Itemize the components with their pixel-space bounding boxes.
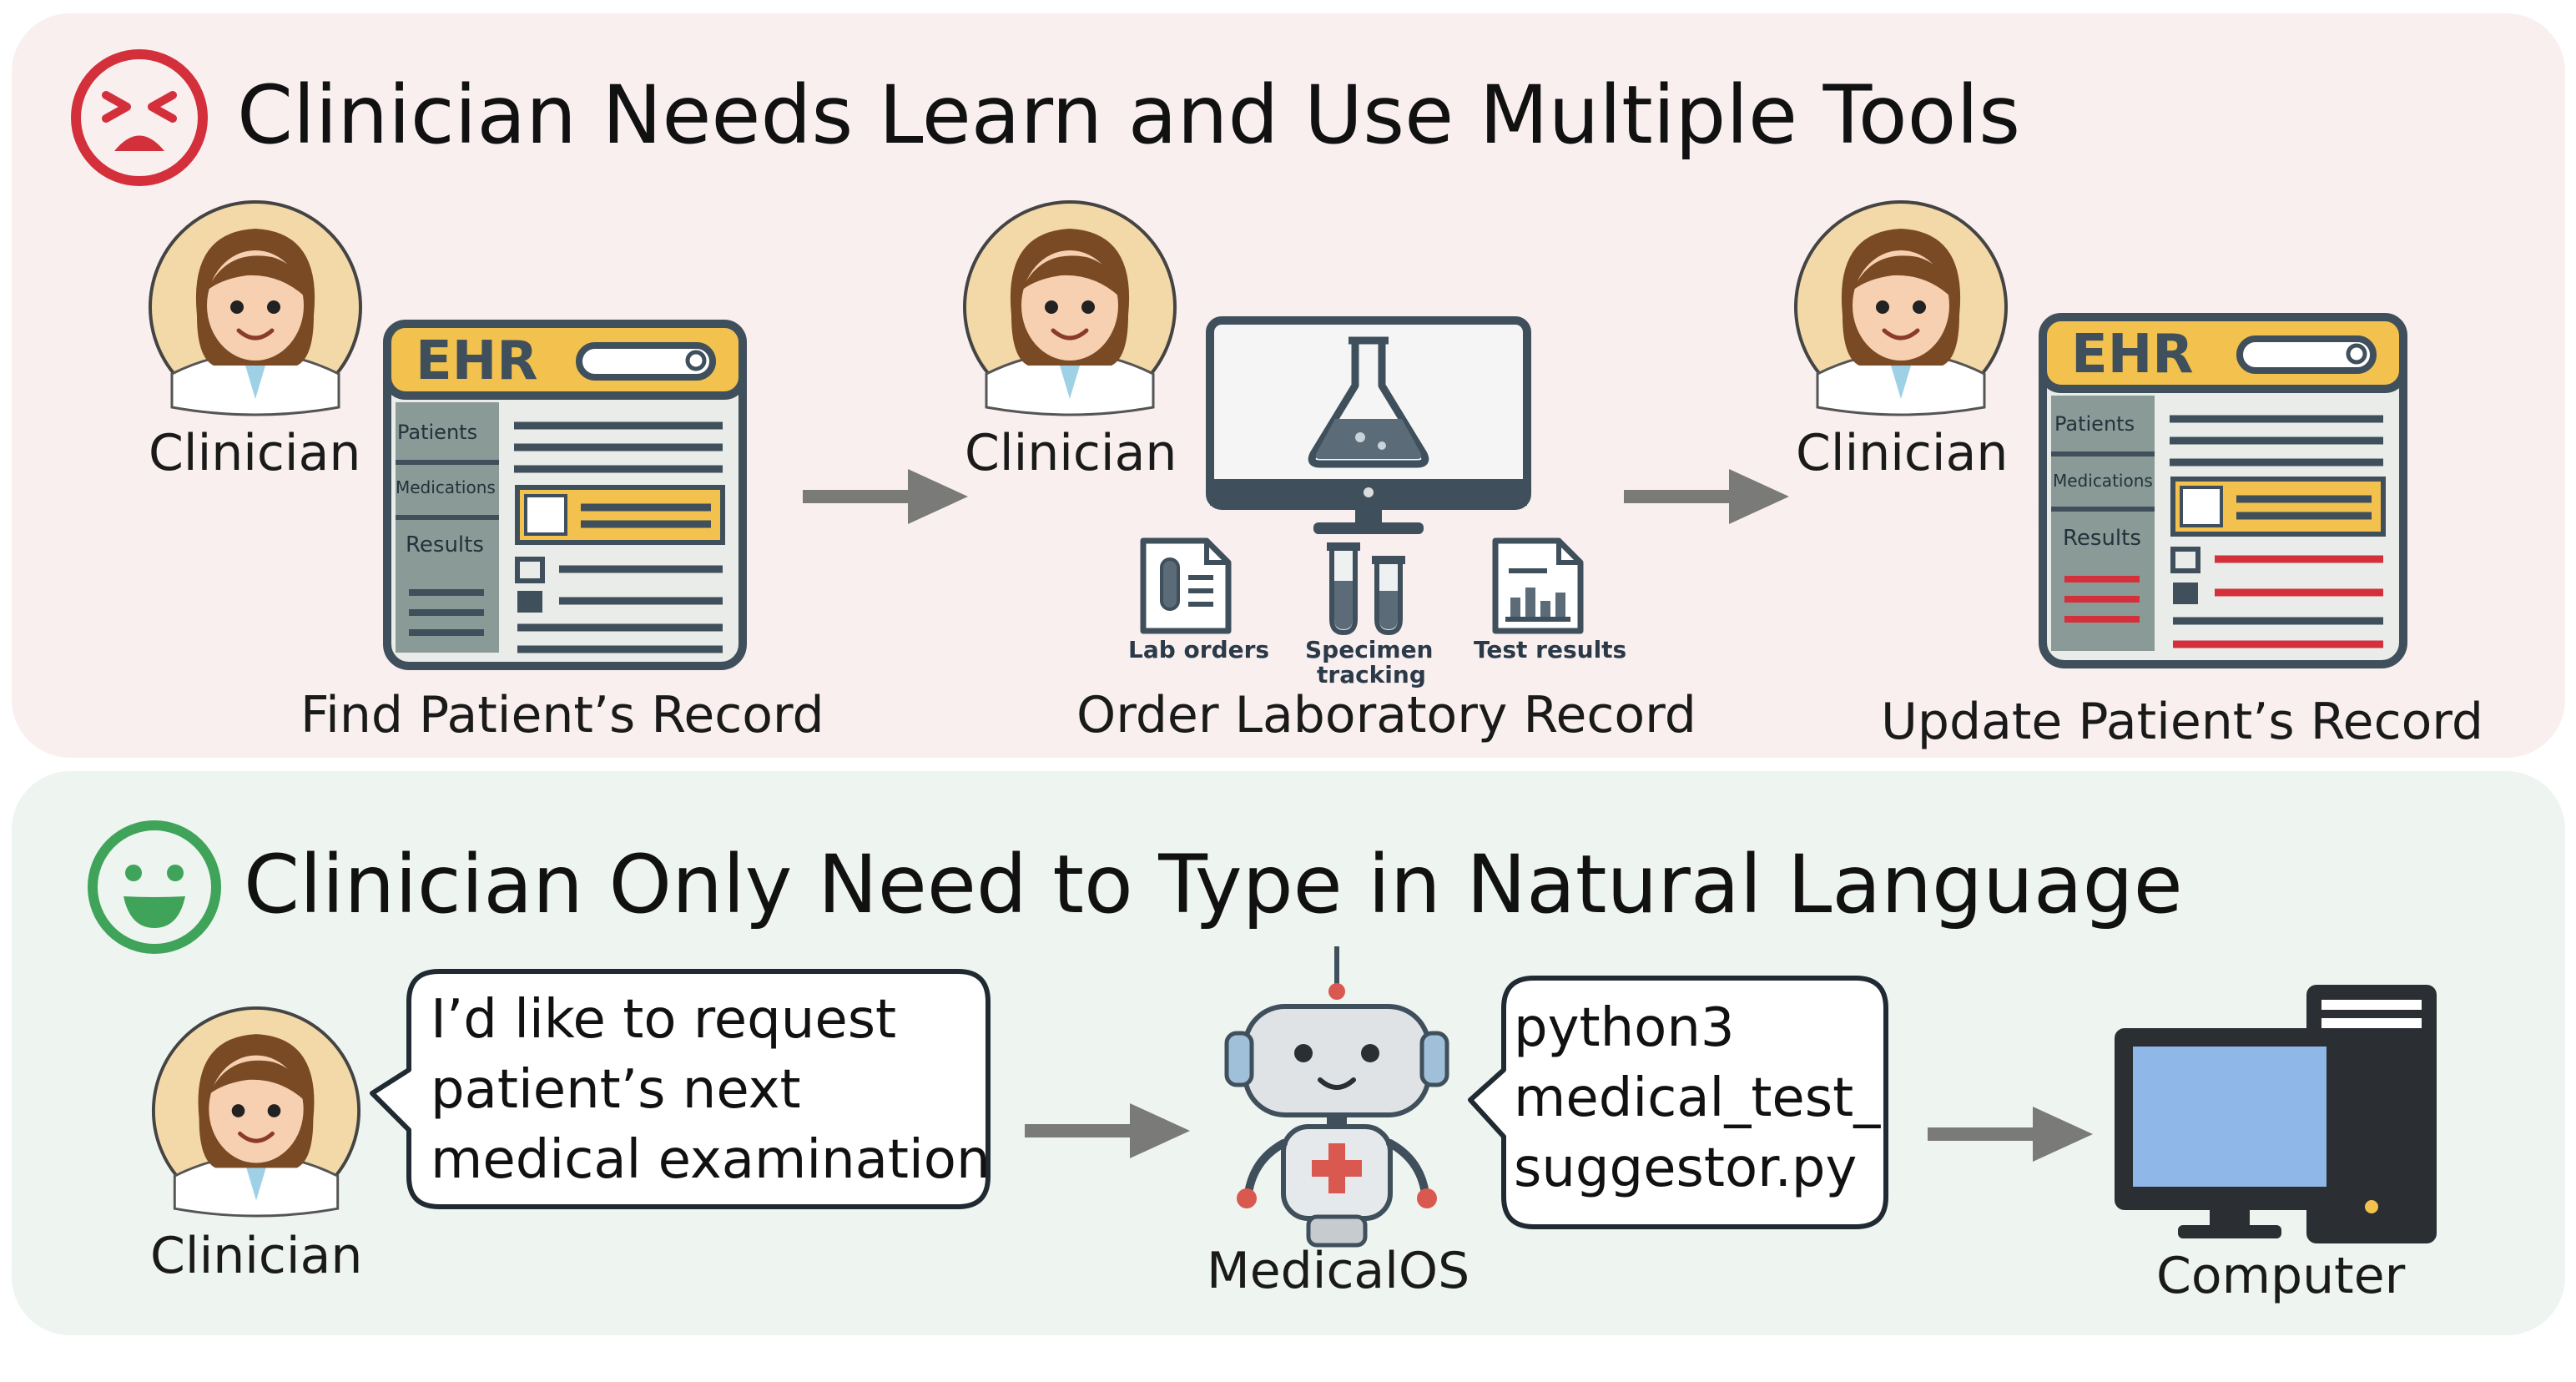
clinician-avatar: [963, 200, 1177, 416]
test-results-label: Test results: [1474, 636, 1627, 663]
command-line-1: python3: [1514, 997, 1735, 1059]
arrow-icon: [803, 469, 968, 524]
lab-orders-label: Lab orders: [1128, 636, 1270, 663]
lab-orders-icon: [1140, 537, 1232, 634]
ehr-window-icon: [383, 320, 747, 670]
lab-monitor-icon: [1206, 316, 1531, 534]
request-line-1: I’d like to request: [431, 989, 897, 1051]
step2-caption: Order Laboratory Record: [1076, 686, 1696, 744]
computer-icon: [2115, 985, 2437, 1243]
agent-label: MedicalOS: [1207, 1242, 1470, 1300]
ehr-tab-results: Results: [2063, 526, 2141, 551]
step3-actor-label: Clinician: [1796, 424, 2009, 482]
ehr-tab-patients: Patients: [397, 421, 478, 444]
request-line-2: patient’s next: [431, 1059, 801, 1121]
step1-caption: Find Patient’s Record: [300, 686, 824, 744]
ehr-tab-results: Results: [406, 532, 484, 557]
ehr-tab-medications: Medications: [396, 477, 496, 497]
command-bubble: [1468, 976, 1888, 1229]
speech-bubble: [370, 969, 991, 1209]
step1-actor-label: Clinician: [149, 424, 361, 482]
tracking-label: tracking: [1317, 661, 1426, 688]
arrow-icon: [1624, 469, 1789, 524]
solution-title: Clinician Only Need to Type in Natural L…: [244, 838, 2183, 931]
command-line-3: suggestor.py: [1514, 1137, 1858, 1199]
ehr-logo: EHR: [416, 330, 538, 392]
happy-face-icon: [88, 820, 221, 954]
ehr-logo: EHR: [2071, 324, 2194, 386]
clinician-avatar: [1794, 200, 2008, 416]
arrow-icon: [1025, 1103, 1190, 1158]
step3-caption: Update Patient’s Record: [1881, 693, 2483, 751]
test-results-icon: [1492, 537, 1584, 634]
specimen-tubes-icon: [1327, 542, 1405, 636]
step2-actor-label: Clinician: [965, 424, 1177, 482]
arrow-icon: [1928, 1107, 2093, 1162]
problem-title: Clinician Needs Learn and Use Multiple T…: [237, 68, 2021, 162]
clinician-avatar: [149, 200, 362, 416]
ehr-updated-window-icon: [2039, 313, 2407, 668]
command-line-2: medical_test_: [1514, 1067, 1881, 1129]
specimen-label: Specimen: [1305, 636, 1434, 663]
solution-actor-label: Clinician: [150, 1227, 363, 1285]
clinician-avatar: [151, 1006, 361, 1218]
sad-face-icon: [71, 49, 208, 186]
target-label: Computer: [2156, 1247, 2406, 1305]
request-line-3: medical examination: [431, 1129, 991, 1191]
ehr-tab-medications: Medications: [2053, 471, 2153, 491]
robot-icon: [1224, 946, 1449, 1248]
ehr-tab-patients: Patients: [2054, 412, 2135, 436]
